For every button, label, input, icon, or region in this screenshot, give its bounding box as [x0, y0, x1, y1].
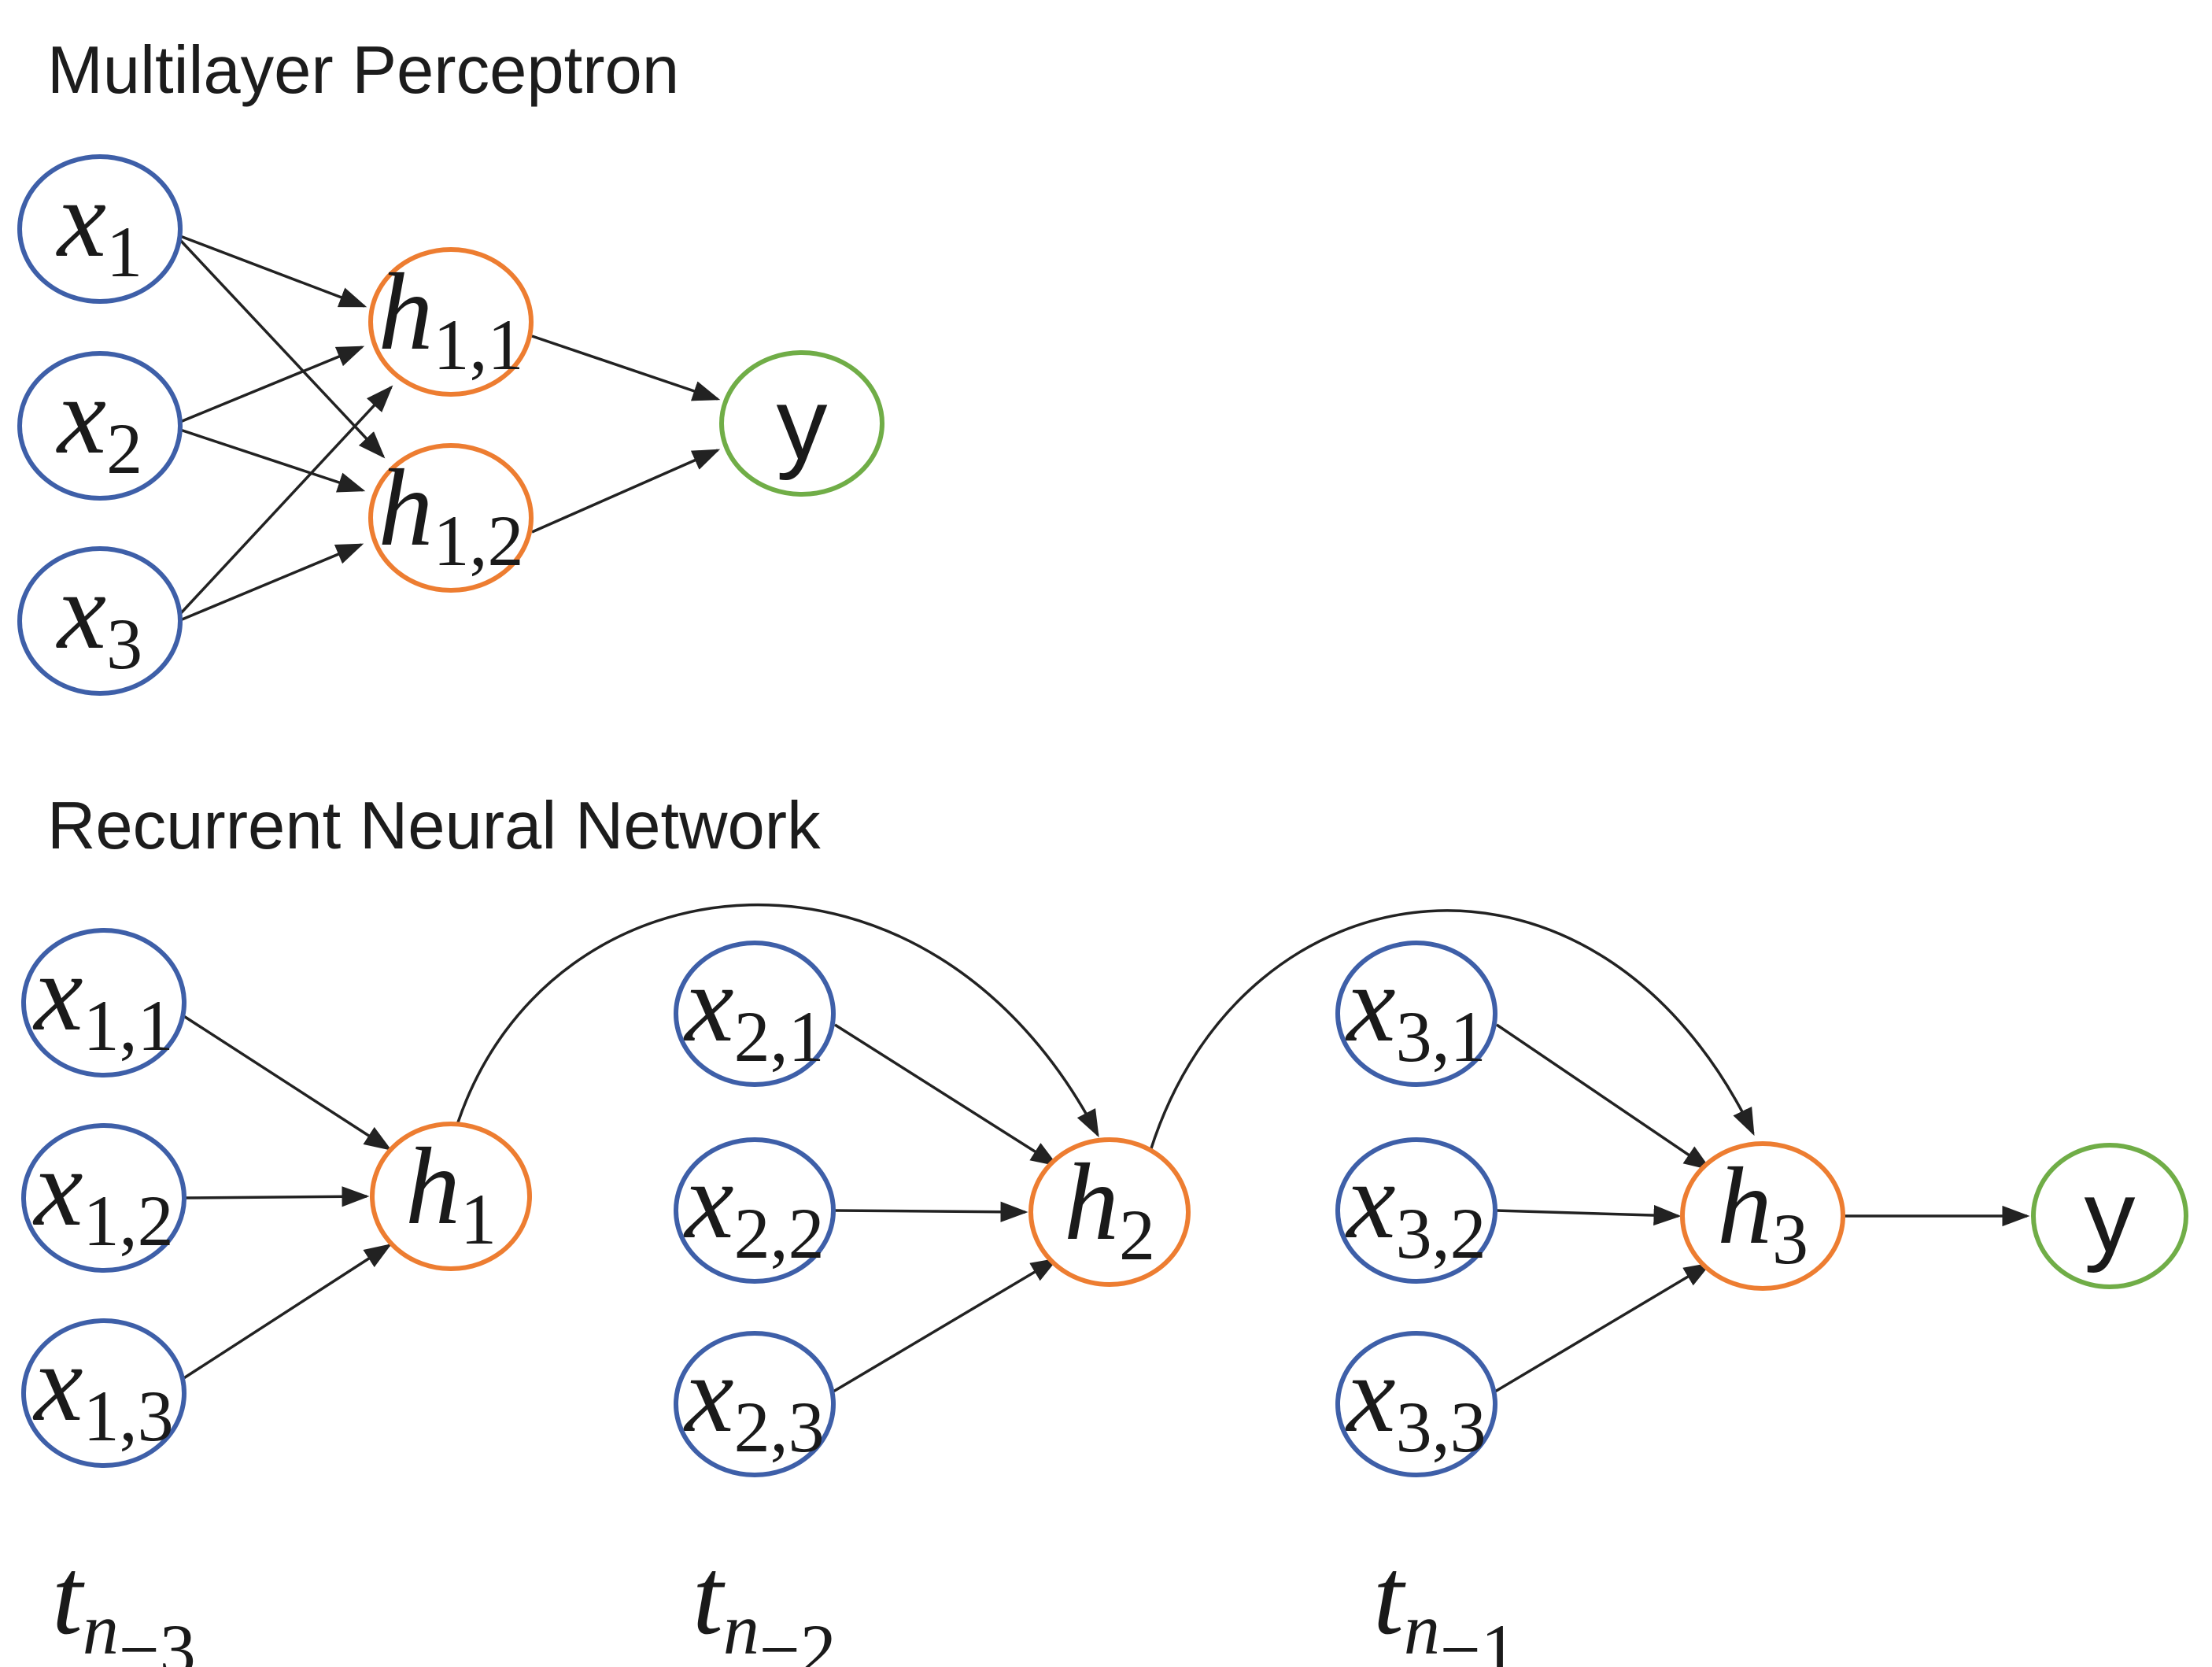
edge-x2-to-h11 — [179, 346, 365, 423]
label-x13: x1,3 — [32, 1322, 173, 1456]
nodes-layer — [17, 154, 2188, 1477]
node-yM-output — [719, 350, 884, 497]
time-label-t-n-1: tn−1 — [1373, 1536, 1517, 1667]
edge-x32-to-h3 — [1496, 1204, 1682, 1226]
node-h1-hidden — [370, 1122, 532, 1271]
edge-x13-to-h1 — [182, 1244, 392, 1381]
node-h2-hidden — [1028, 1137, 1191, 1287]
label-x31: x3,1 — [1345, 943, 1486, 1077]
node-x32-input — [1335, 1137, 1497, 1284]
node-x22-input — [674, 1137, 836, 1284]
edge-x21-to-h2 — [834, 1023, 1058, 1166]
label-x12: x1,2 — [32, 1127, 173, 1261]
edge-x1-to-h12 — [179, 238, 386, 459]
label-x33: x3,3 — [1345, 1333, 1486, 1467]
node-x3-input — [17, 546, 183, 696]
label-x2: x2 — [56, 355, 142, 489]
edge-x1-to-h11 — [179, 235, 367, 308]
node-x11-input — [21, 928, 186, 1077]
edge-x33-to-h3 — [1494, 1262, 1712, 1393]
label-yR: y — [2085, 1159, 2136, 1273]
label-h3: h3 — [1717, 1145, 1808, 1279]
label-x32: x3,2 — [1345, 1140, 1486, 1273]
label-h2: h2 — [1064, 1141, 1155, 1275]
edge-h1-to-h2 — [456, 903, 1099, 1138]
node-x33-input — [1335, 1331, 1497, 1477]
time-label-t-n-3: tn−3 — [52, 1536, 196, 1667]
edge-x23-to-h2 — [833, 1258, 1059, 1393]
node-x23-input — [674, 1331, 836, 1477]
labels-layer: x1 x2 x3 h1,1 h1,2 y x1,1 x1,2 x1,3 h1 x2,1 x2,2 x2,… — [32, 158, 2135, 1667]
label-x22: x2,2 — [683, 1140, 824, 1273]
label-x3: x3 — [56, 550, 142, 684]
label-x1: x1 — [56, 158, 142, 292]
mlp-section-title: Multilayer Perceptron — [47, 33, 679, 108]
label-h12: h1,2 — [379, 447, 524, 581]
edges-layer — [179, 235, 2030, 1393]
edge-h12-to-yM — [531, 449, 721, 534]
rnn-section-title: Recurrent Neural Network — [47, 789, 821, 863]
node-x21-input — [674, 941, 836, 1087]
label-h1: h1 — [405, 1126, 497, 1259]
node-x12-input — [21, 1123, 186, 1273]
label-h11: h1,1 — [379, 251, 524, 385]
node-x2-input — [17, 351, 183, 501]
node-yR-output — [2031, 1143, 2188, 1289]
edge-x31-to-h3 — [1496, 1023, 1712, 1170]
edge-x11-to-h1 — [182, 1014, 392, 1151]
label-yM: y — [777, 366, 828, 481]
edge-h2-to-h3 — [1149, 909, 1755, 1151]
node-h11-hidden — [368, 247, 534, 397]
node-x31-input — [1335, 941, 1497, 1087]
node-h3-hidden — [1680, 1141, 1845, 1291]
edge-x3-to-h12 — [179, 543, 364, 622]
time-label-t-n-2: tn−2 — [692, 1536, 836, 1667]
edge-x22-to-h2 — [834, 1201, 1028, 1222]
edge-x2-to-h12 — [179, 428, 366, 493]
node-h12-hidden — [368, 443, 534, 593]
edge-x12-to-h1 — [183, 1186, 370, 1207]
edge-x3-to-h11 — [179, 385, 393, 615]
label-x23: x2,3 — [683, 1333, 824, 1467]
label-x11: x1,1 — [32, 932, 173, 1066]
node-x1-input — [17, 154, 183, 304]
label-x21: x2,1 — [683, 943, 824, 1077]
edge-h11-to-yM — [531, 335, 721, 401]
node-x13-input — [21, 1318, 186, 1468]
